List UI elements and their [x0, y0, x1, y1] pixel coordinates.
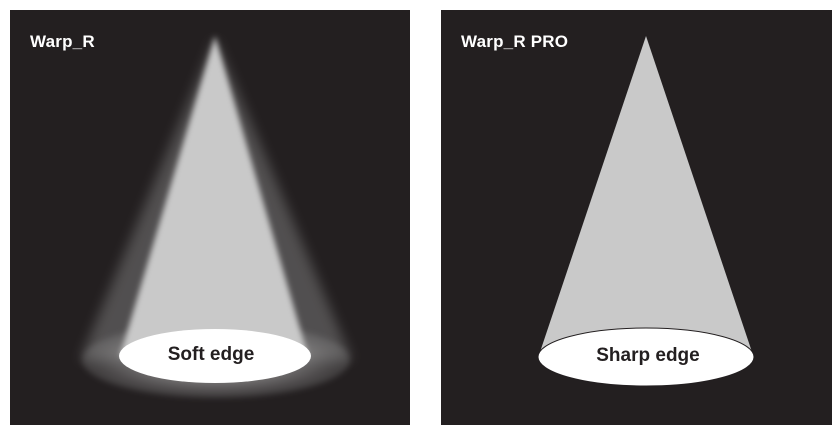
- panel-title-warp-r: Warp_R: [30, 32, 95, 51]
- panel-soft-edge: Warp_R Soft edge: [10, 10, 410, 425]
- soft-beam-cone: [120, 36, 308, 356]
- soft-beam-illustration: [80, 36, 352, 398]
- sharp-beam-cone: [538, 36, 754, 358]
- soft-light-pool: [119, 329, 311, 383]
- panel-sharp-edge: Warp_R PRO Sharp edge: [441, 10, 832, 425]
- panel-title-warp-r-pro: Warp_R PRO: [461, 32, 569, 51]
- sharp-edge-label: Sharp edge: [596, 345, 700, 366]
- soft-edge-label: Soft edge: [167, 344, 255, 365]
- sharp-light-pool: [537, 327, 755, 387]
- sharp-beam-illustration: [537, 36, 755, 387]
